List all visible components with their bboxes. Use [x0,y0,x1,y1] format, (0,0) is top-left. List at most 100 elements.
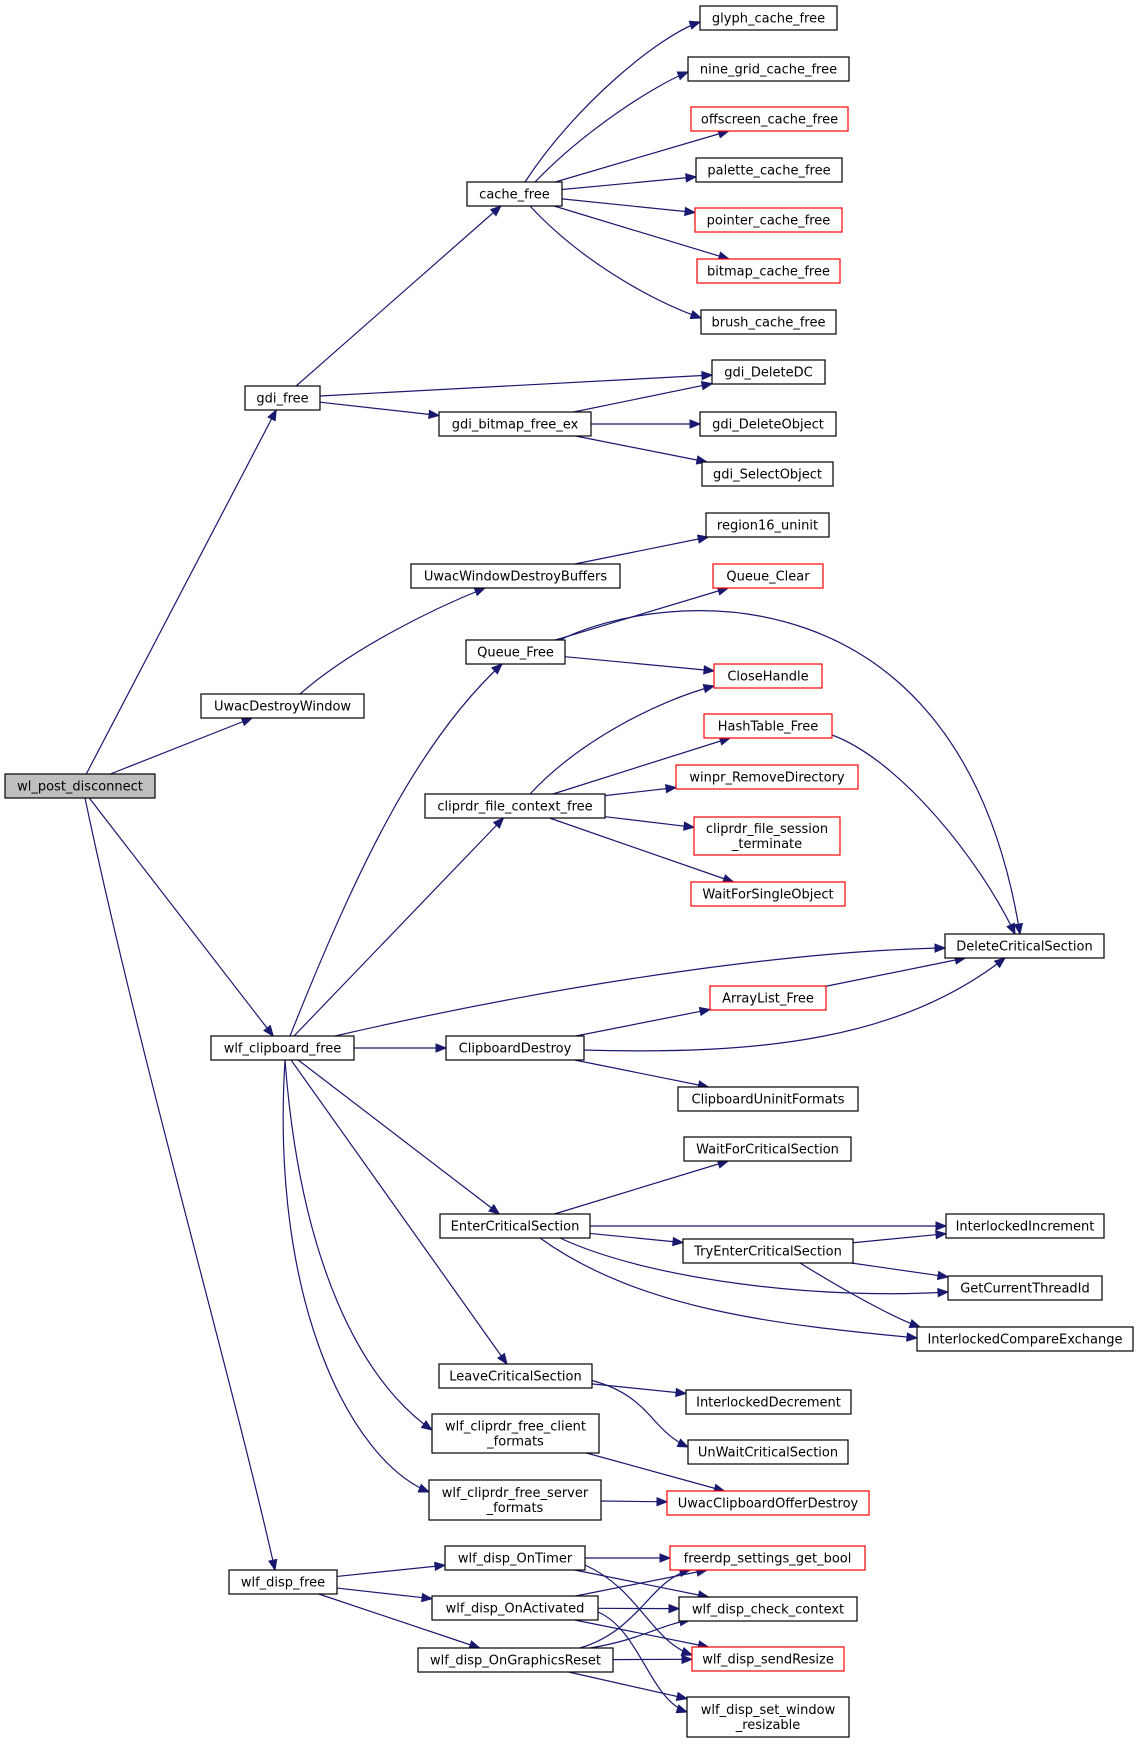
node-box-palette_cache_free[interactable] [695,157,843,183]
node-brush_cache_free[interactable]: brush_cache_free [700,309,837,335]
node-HashTable_Free[interactable]: HashTable_Free [703,713,833,739]
node-nine_grid_cache_free[interactable]: nine_grid_cache_free [687,56,850,82]
node-wlf_cliprdr_free_client_formats[interactable]: wlf_cliprdr_free_client_formats [431,1413,600,1454]
node-box-ArrayList_Free[interactable] [709,985,827,1011]
node-wlf_disp_OnTimer[interactable]: wlf_disp_OnTimer [444,1545,586,1571]
node-box-UwacDestroyWindow[interactable] [200,693,365,719]
node-UwacWindowDestroyBuffers[interactable]: UwacWindowDestroyBuffers [410,563,621,589]
node-box-gdi_DeleteDC[interactable] [711,359,826,385]
node-box-region16_uninit[interactable] [705,512,830,538]
node-wlf_disp_OnActivated[interactable]: wlf_disp_OnActivated [431,1595,599,1621]
node-box-cliprdr_file_session_terminate[interactable] [693,816,841,856]
node-winpr_RemoveDirectory[interactable]: winpr_RemoveDirectory [675,764,859,790]
node-box-ClipboardDestroy[interactable] [445,1035,585,1061]
node-box-gdi_bitmap_free_ex[interactable] [438,411,592,437]
node-wlf_disp_sendResize[interactable]: wlf_disp_sendResize [691,1646,845,1672]
node-box-CloseHandle[interactable] [713,663,823,689]
node-box-InterlockedIncrement[interactable] [945,1213,1105,1239]
node-box-Queue_Free[interactable] [465,639,566,665]
node-glyph_cache_free[interactable]: glyph_cache_free [699,5,838,31]
node-box-freerdp_settings_get_bool[interactable] [669,1545,866,1571]
node-box-InterlockedCompareExchange[interactable] [916,1326,1134,1352]
node-cache_free[interactable]: cache_free [466,181,563,207]
node-wlf_disp_set_window_resizable[interactable]: wlf_disp_set_window_resizable [686,1696,850,1738]
node-Queue_Free[interactable]: Queue_Free [465,639,566,665]
node-box-wl_post_disconnect[interactable] [4,773,156,799]
node-box-gdi_DeleteObject[interactable] [699,411,837,437]
node-ClipboardDestroy[interactable]: ClipboardDestroy [445,1035,585,1061]
node-CloseHandle[interactable]: CloseHandle [713,663,823,689]
node-offscreen_cache_free[interactable]: offscreen_cache_free [690,106,849,132]
node-bitmap_cache_free[interactable]: bitmap_cache_free [696,258,841,284]
node-gdi_DeleteDC[interactable]: gdi_DeleteDC [711,359,826,385]
node-box-UnWaitCriticalSection[interactable] [687,1439,849,1465]
node-cliprdr_file_context_free[interactable]: cliprdr_file_context_free [424,793,606,819]
node-box-wlf_cliprdr_free_server_formats[interactable] [428,1479,602,1521]
node-wlf_disp_check_context[interactable]: wlf_disp_check_context [678,1596,858,1622]
node-InterlockedDecrement[interactable]: InterlockedDecrement [685,1389,852,1415]
node-box-wlf_disp_OnGraphicsReset[interactable] [417,1647,614,1673]
node-box-TryEnterCriticalSection[interactable] [682,1238,854,1264]
node-wlf_clipboard_free[interactable]: wlf_clipboard_free [210,1035,355,1061]
node-gdi_SelectObject[interactable]: gdi_SelectObject [701,461,834,487]
node-box-WaitForCriticalSection[interactable] [683,1136,852,1162]
node-pointer_cache_free[interactable]: pointer_cache_free [694,207,843,233]
node-wlf_disp_OnGraphicsReset[interactable]: wlf_disp_OnGraphicsReset [417,1647,614,1673]
node-box-HashTable_Free[interactable] [703,713,833,739]
node-box-Queue_Clear[interactable] [712,563,824,589]
node-box-gdi_SelectObject[interactable] [701,461,834,487]
node-box-pointer_cache_free[interactable] [694,207,843,233]
node-box-wlf_disp_free[interactable] [228,1569,338,1595]
node-box-brush_cache_free[interactable] [700,309,837,335]
node-ClipboardUninitFormats[interactable]: ClipboardUninitFormats [677,1086,859,1112]
node-box-InterlockedDecrement[interactable] [685,1389,852,1415]
node-gdi_DeleteObject[interactable]: gdi_DeleteObject [699,411,837,437]
node-box-glyph_cache_free[interactable] [699,5,838,31]
node-box-wlf_cliprdr_free_client_formats[interactable] [431,1413,600,1454]
node-region16_uninit[interactable]: region16_uninit [705,512,830,538]
node-wlf_disp_free[interactable]: wlf_disp_free [228,1569,338,1595]
node-box-ClipboardUninitFormats[interactable] [677,1086,859,1112]
node-ArrayList_Free[interactable]: ArrayList_Free [709,985,827,1011]
node-box-wlf_disp_OnActivated[interactable] [431,1595,599,1621]
node-wlf_cliprdr_free_server_formats[interactable]: wlf_cliprdr_free_server_formats [428,1479,602,1521]
node-TryEnterCriticalSection[interactable]: TryEnterCriticalSection [682,1238,854,1264]
node-freerdp_settings_get_bool[interactable]: freerdp_settings_get_bool [669,1545,866,1571]
node-box-wlf_disp_OnTimer[interactable] [444,1545,586,1571]
node-box-nine_grid_cache_free[interactable] [687,56,850,82]
node-box-wlf_disp_check_context[interactable] [678,1596,858,1622]
node-WaitForCriticalSection[interactable]: WaitForCriticalSection [683,1136,852,1162]
node-box-wlf_clipboard_free[interactable] [210,1035,355,1061]
node-box-UwacWindowDestroyBuffers[interactable] [410,563,621,589]
node-Queue_Clear[interactable]: Queue_Clear [712,563,824,589]
node-box-wlf_disp_set_window_resizable[interactable] [686,1696,850,1738]
node-box-UwacClipboardOfferDestroy[interactable] [666,1490,870,1516]
node-box-WaitForSingleObject[interactable] [690,881,846,907]
node-UwacClipboardOfferDestroy[interactable]: UwacClipboardOfferDestroy [666,1490,870,1516]
node-box-offscreen_cache_free[interactable] [690,106,849,132]
node-gdi_free[interactable]: gdi_free [244,385,321,411]
node-box-gdi_free[interactable] [244,385,321,411]
node-wl_post_disconnect[interactable]: wl_post_disconnect [4,773,156,799]
node-box-cache_free[interactable] [466,181,563,207]
node-UwacDestroyWindow[interactable]: UwacDestroyWindow [200,693,365,719]
node-box-DeleteCriticalSection[interactable] [944,933,1105,959]
node-box-LeaveCriticalSection[interactable] [438,1363,593,1389]
node-box-wlf_disp_sendResize[interactable] [691,1646,845,1672]
node-EnterCriticalSection[interactable]: EnterCriticalSection [439,1213,591,1239]
node-box-EnterCriticalSection[interactable] [439,1213,591,1239]
node-box-GetCurrentThreadId[interactable] [947,1275,1103,1301]
node-box-cliprdr_file_context_free[interactable] [424,793,606,819]
node-GetCurrentThreadId[interactable]: GetCurrentThreadId [947,1275,1103,1301]
node-box-winpr_RemoveDirectory[interactable] [675,764,859,790]
node-LeaveCriticalSection[interactable]: LeaveCriticalSection [438,1363,593,1389]
node-InterlockedIncrement[interactable]: InterlockedIncrement [945,1213,1105,1239]
node-DeleteCriticalSection[interactable]: DeleteCriticalSection [944,933,1105,959]
node-box-bitmap_cache_free[interactable] [696,258,841,284]
node-UnWaitCriticalSection[interactable]: UnWaitCriticalSection [687,1439,849,1465]
node-WaitForSingleObject[interactable]: WaitForSingleObject [690,881,846,907]
node-gdi_bitmap_free_ex[interactable]: gdi_bitmap_free_ex [438,411,592,437]
node-palette_cache_free[interactable]: palette_cache_free [695,157,843,183]
node-InterlockedCompareExchange[interactable]: InterlockedCompareExchange [916,1326,1134,1352]
node-cliprdr_file_session_terminate[interactable]: cliprdr_file_session_terminate [693,816,841,856]
